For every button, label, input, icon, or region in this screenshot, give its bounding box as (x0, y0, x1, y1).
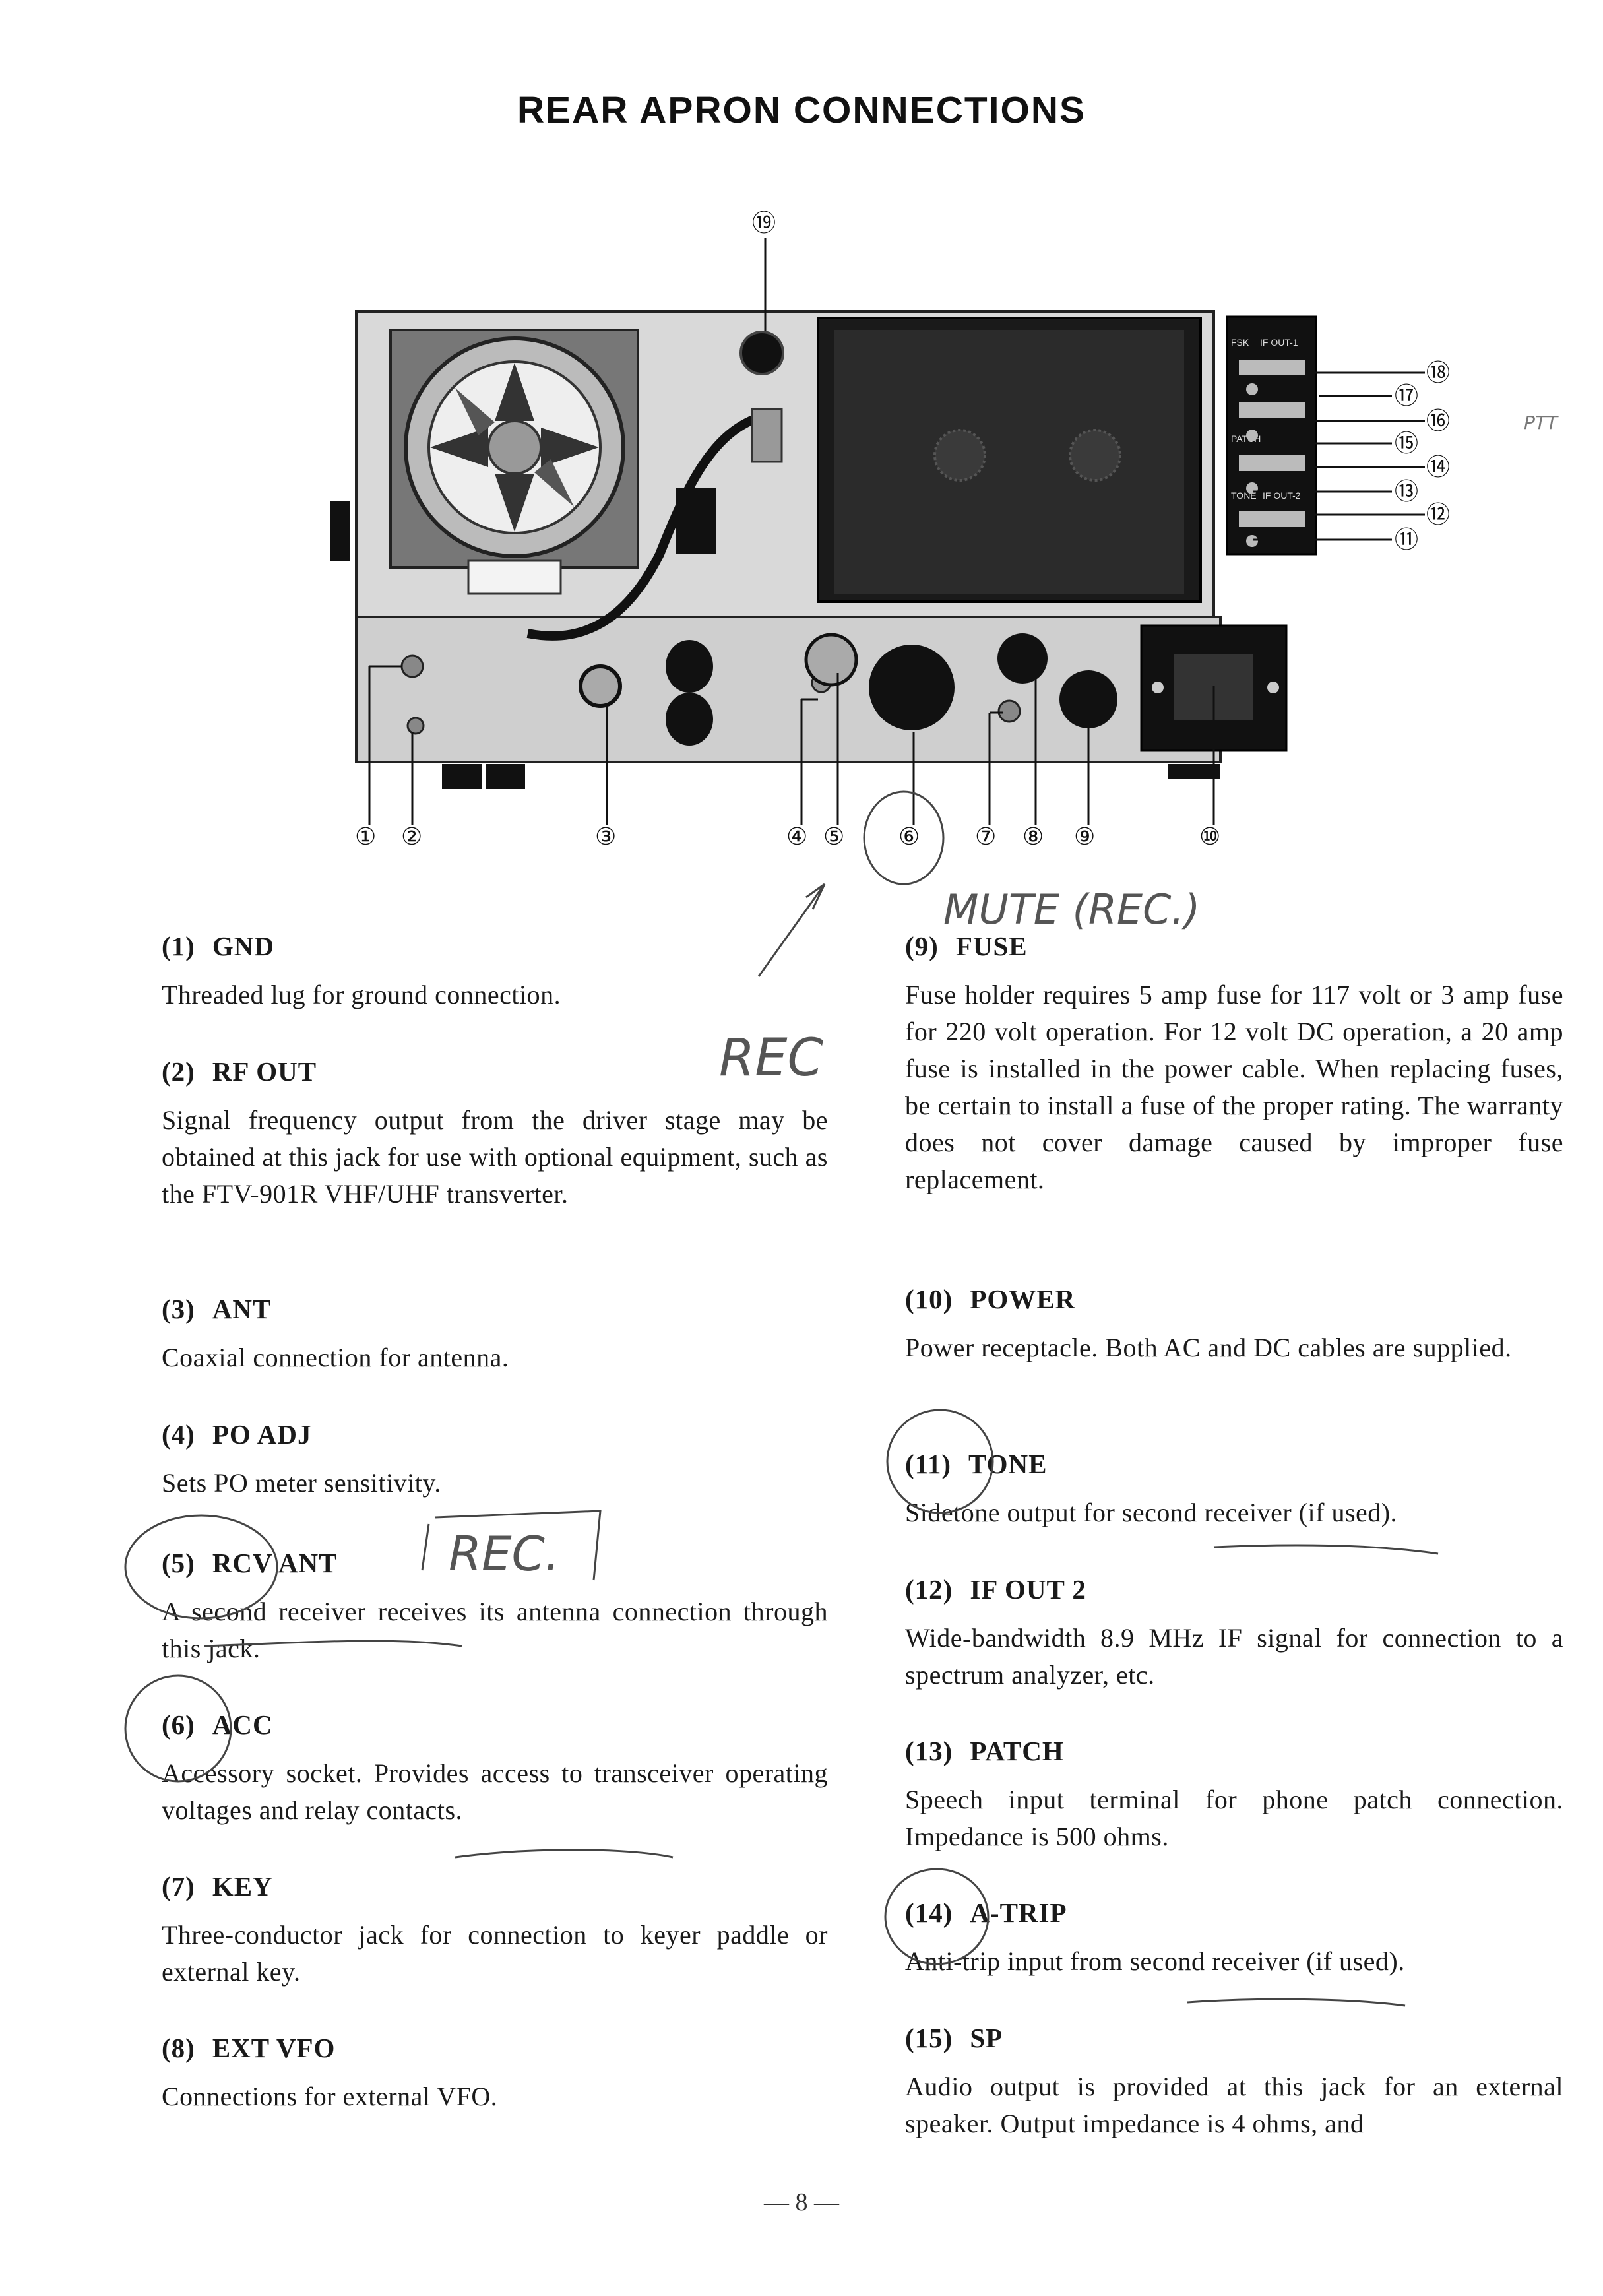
entry-body: Accessory socket. Provides access to tra… (162, 1758, 828, 1825)
callout-5: ⑤ (823, 823, 844, 850)
svg-text:IF OUT-1: IF OUT-1 (1260, 337, 1298, 348)
entry-body: Threaded lug for ground connection. (162, 980, 561, 1009)
callout-6: ⑥ (898, 823, 920, 850)
callout-3: ③ (595, 823, 616, 850)
entry-key: (7)KEY Three-conductor jack for connecti… (162, 1870, 828, 1991)
entry-title: (1)GND (162, 931, 274, 961)
callout-9: ⑨ (1074, 823, 1095, 850)
annotation-underline-atrip (1187, 1998, 1406, 2007)
rcv-ant-jack (804, 633, 858, 687)
entry-tone: (11)TONE Sidetone output for second rece… (905, 1448, 1563, 1531)
callout-17: ⑰ (1395, 383, 1418, 409)
entry-title: (11)TONE (905, 1449, 1048, 1479)
entry-body: Signal frequency output from the driver … (162, 1105, 828, 1209)
entry-title: (6)ACC (162, 1709, 273, 1740)
callout-16: ⑯ (1426, 408, 1450, 434)
acc-socket (869, 645, 955, 730)
entry-title: (9)FUSE (905, 931, 1028, 961)
socket-19 (739, 331, 784, 375)
callout-15: ⑮ (1395, 430, 1418, 457)
entry-title: (12)IF OUT 2 (905, 1574, 1086, 1605)
entry-title: (2)RF OUT (162, 1056, 317, 1087)
entry-body: Connections for external VFO. (162, 2082, 498, 2111)
entry-body: Audio output is provided at this jack fo… (905, 2072, 1563, 2138)
entry-title: (15)SP (905, 2023, 1003, 2053)
entry-title: (10)POWER (905, 1284, 1076, 1314)
callout-2: ② (401, 823, 422, 850)
callout-1: ① (355, 823, 376, 850)
jack-panel: FSK IF OUT-1 PATCH TONE IF OUT-2 (1226, 315, 1317, 556)
entry-if-out-2: (12)IF OUT 2 Wide-bandwidth 8.9 MHz IF s… (905, 1574, 1563, 1694)
rear-panel-figure: FSK IF OUT-1 PATCH TONE IF OUT-2 (317, 211, 1550, 910)
entry-title: (14)A-TRIP (905, 1897, 1067, 1928)
rf-out-jack (406, 717, 425, 735)
entry-title: (5)RCV ANT (162, 1548, 338, 1578)
ant-connector (579, 664, 622, 708)
callout-8: ⑧ (1022, 823, 1044, 850)
page-title: REAR APRON CONNECTIONS (517, 89, 1086, 131)
entry-gnd: (1)GND Threaded lug for ground connectio… (162, 930, 828, 1013)
entry-acc: (6)ACC Accessory socket. Provides access… (162, 1709, 828, 1829)
entry-po-adj: (4)PO ADJ Sets PO meter sensitivity. (162, 1419, 828, 1502)
entry-ext-vfo: (8)EXT VFO Connections for external VFO. (162, 2032, 828, 2115)
entry-a-trip: (14)A-TRIP Anti-trip input from second r… (905, 1897, 1563, 1980)
page-number: — 8 — (764, 2188, 839, 2216)
entry-body: Fuse holder requires 5 amp fuse for 117 … (905, 980, 1563, 1194)
callout-13: ⑬ (1395, 478, 1418, 505)
annotation-underline-acc (455, 1849, 674, 1859)
entry-body: Coaxial connection for antenna. (162, 1343, 509, 1372)
entry-title: (3)ANT (162, 1294, 272, 1324)
callout-19: ⑲ (752, 211, 776, 236)
entry-body: A second receiver receives its antenna c… (162, 1597, 828, 1663)
entry-body: Sets PO meter sensitivity. (162, 1468, 441, 1498)
entry-power: (10)POWER Power receptacle. Both AC and … (905, 1283, 1563, 1366)
callout-14: ⑭ (1426, 454, 1450, 480)
entry-body: Speech input terminal for phone patch co… (905, 1785, 1563, 1851)
callout-18: ⑱ (1426, 360, 1450, 386)
svg-text:IF OUT-2: IF OUT-2 (1263, 490, 1301, 501)
svg-text:FSK: FSK (1231, 337, 1249, 348)
callout-7: ⑦ (975, 823, 996, 850)
ext-vfo-socket (997, 633, 1048, 684)
callout-10: ⑩ (1199, 823, 1220, 850)
cooling-fan (389, 329, 639, 595)
entry-patch: (13)PATCH Speech input terminal for phon… (905, 1735, 1563, 1855)
key-jack (997, 699, 1021, 723)
entry-sp: (15)SP Audio output is provided at this … (905, 2022, 1563, 2142)
entry-title: (13)PATCH (905, 1736, 1064, 1766)
gnd-lug (400, 654, 424, 678)
callout-12: ⑫ (1426, 501, 1450, 528)
entry-rcv-ant: (5)RCV ANT A second receiver receives it… (162, 1547, 828, 1667)
entry-body: Anti-trip input from second receiver (if… (905, 1946, 1405, 1976)
entry-title: (8)EXT VFO (162, 2033, 336, 2063)
heat-sink (817, 317, 1202, 603)
callout-4: ④ (786, 823, 807, 850)
annotation-underline-tone (1213, 1544, 1439, 1555)
entry-body: Wide-bandwidth 8.9 MHz IF signal for con… (905, 1623, 1563, 1690)
entry-title: (4)PO ADJ (162, 1419, 312, 1450)
entry-ant: (3)ANT Coaxial connection for antenna. (162, 1293, 828, 1376)
entry-fuse: (9)FUSE Fuse holder requires 5 amp fuse … (905, 930, 1563, 1198)
entry-rf-out: (2)RF OUT Signal frequency output from t… (162, 1056, 828, 1213)
entry-body: Three-conductor jack for connection to k… (162, 1920, 828, 1987)
callout-11: ⑪ (1395, 526, 1418, 553)
entry-body: Sidetone output for second receiver (if … (905, 1498, 1398, 1527)
entry-title: (7)KEY (162, 1871, 273, 1901)
fuse-holder (1059, 670, 1117, 728)
entry-body: Power receptacle. Both AC and DC cables … (905, 1333, 1512, 1362)
